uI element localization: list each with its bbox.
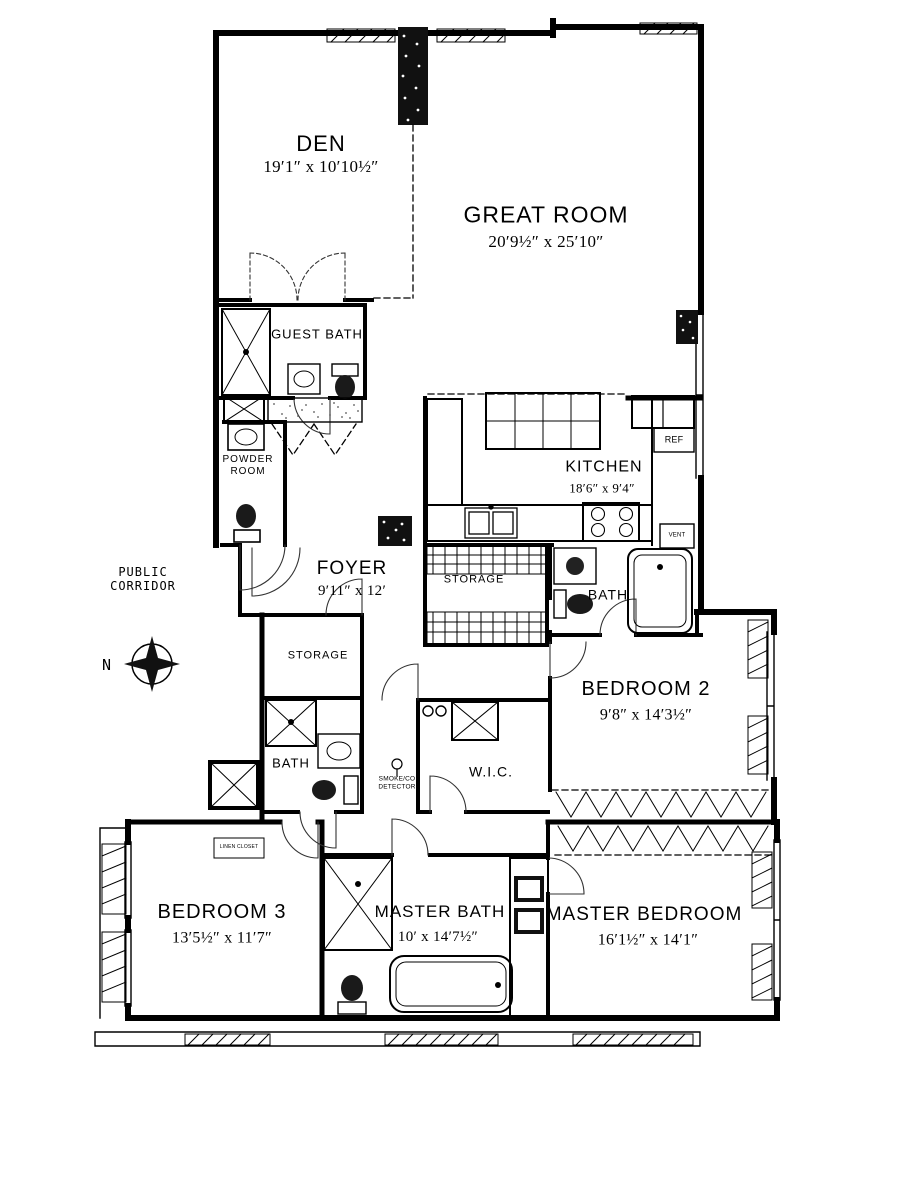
bath-hall-fixtures: [265, 699, 361, 805]
room-dims-master-bath: 10′ x 14′7½″: [397, 929, 479, 946]
shaft-x-box: [208, 760, 260, 810]
room-label-great-room: GREAT ROOM: [463, 201, 629, 228]
room-label-powder-room: POWDER ROOM: [222, 454, 274, 477]
room-label-bedroom-3: BEDROOM 3: [157, 901, 287, 924]
shower-icon: [323, 857, 393, 951]
windows: [94, 311, 781, 1047]
room-label-bath-hall: BATH: [272, 755, 310, 771]
room-label-bath-main: BATH: [587, 586, 629, 603]
chase-x-box: [223, 395, 265, 423]
bathtub-icon: [389, 955, 513, 1013]
shelf-x-box: [451, 701, 499, 741]
bath-main-fixtures: [553, 547, 693, 634]
room-label-guest-bath: GUEST BATH: [271, 326, 363, 342]
linen-closet-label: LINEN CLOSET: [219, 844, 259, 851]
bathtub-icon: [627, 548, 693, 634]
shower-icon: [265, 699, 317, 747]
toilet-icon: [331, 363, 359, 399]
guest-bath-fixtures: [221, 308, 363, 423]
toilet-icon: [337, 975, 367, 1015]
room-label-master-bath: MASTER BATH: [374, 901, 506, 921]
north-compass-icon: [124, 636, 180, 692]
public-corridor-label: PUBLIC CORRIDOR: [110, 564, 176, 593]
toilet-icon: [312, 775, 359, 805]
closet-rod-marks: [555, 791, 769, 852]
sink-icon: [553, 547, 597, 585]
room-label-master-bedroom: MASTER BEDROOM: [545, 903, 743, 925]
master-bath-fixtures: [323, 857, 549, 1017]
north-label: N: [101, 656, 113, 675]
sink-icon: [287, 363, 321, 395]
shower-icon: [221, 308, 271, 396]
toilet-icon: [553, 589, 593, 619]
linen-closet-box: [213, 837, 265, 859]
room-label-den: DEN: [296, 131, 346, 157]
storage-shelves: [426, 545, 548, 645]
room-dims-bedroom-2: 9′8″ x 14′3½″: [599, 706, 693, 724]
range-icon: [582, 502, 640, 542]
smoke-detector-icon: [391, 758, 403, 777]
hookup-circle: [435, 705, 447, 717]
room-label-foyer: FOYER: [316, 557, 388, 579]
powder-room-fixtures: [223, 395, 265, 543]
room-dims-den: 19′1″ x 10′10½″: [263, 156, 379, 176]
wic-fixtures: [422, 701, 499, 741]
hatch-boxes: [101, 22, 773, 1046]
double-vanity-icon: [509, 857, 549, 1017]
exterior-walls: [125, 18, 780, 1021]
room-dims-bedroom-3: 13′5½″ x 11′7″: [172, 929, 272, 947]
room-label-bedroom-2: BEDROOM 2: [581, 678, 711, 701]
vent-label: VENT: [668, 532, 686, 539]
room-dims-master-bedroom: 16′1½″ x 14′1″: [597, 931, 699, 949]
structural-columns: [378, 27, 698, 546]
room-dims-kitchen: 18′6″ x 9′4″: [569, 480, 635, 496]
room-label-kitchen: KITCHEN: [565, 458, 643, 476]
hookup-circle: [422, 705, 434, 717]
ref-label: REF: [664, 434, 684, 445]
room-label-wic: W.I.C.: [468, 763, 514, 780]
door-arcs: [239, 252, 637, 895]
room-dims-great-room: 20′9½″ x 25′10″: [488, 231, 604, 251]
room-dims-foyer: 9′11″ x 12′: [317, 583, 387, 600]
closet-stipple: [267, 397, 363, 423]
room-label-storage-hall: STORAGE: [287, 649, 349, 662]
sink-icon: [227, 423, 265, 451]
toilet-icon: [233, 504, 261, 543]
refrigerator-icon: [631, 395, 695, 453]
sink-icon: [317, 733, 361, 769]
kitchen-sink-icon: [464, 504, 518, 539]
kitchen-fixtures: [426, 392, 695, 549]
room-label-storage-foyer: STORAGE: [443, 573, 505, 586]
smoke-detector-label: SMOKE/CO DETECTOR: [378, 775, 416, 790]
